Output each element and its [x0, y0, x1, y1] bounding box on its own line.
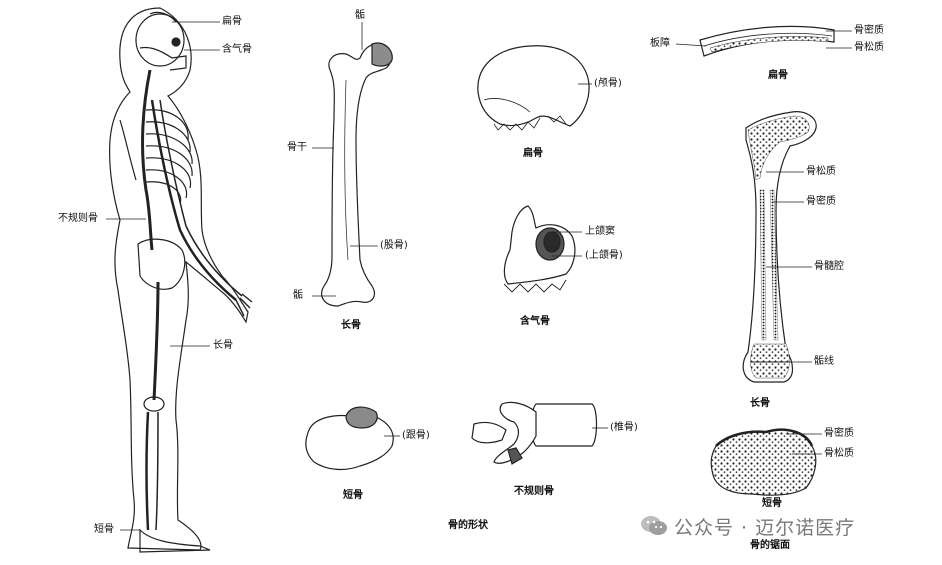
- calcaneus-drawing: [305, 406, 394, 471]
- label-short-bone: 短骨: [94, 524, 114, 535]
- label-short-spongy: 骨松质: [824, 448, 854, 459]
- caption-irregular-bone: 不规则骨: [514, 486, 554, 497]
- label-maxillary-sinus: 上颌窦: [585, 226, 615, 237]
- short-bone-section: [710, 428, 817, 496]
- label-vertebra: (椎骨): [610, 422, 638, 433]
- femur-leaders: [312, 22, 378, 297]
- caption-long-bone: 长骨: [341, 320, 361, 331]
- flat-section-leaders: [675, 30, 852, 49]
- caption-short-section: 短骨: [762, 498, 782, 509]
- label-skull: (颅骨): [594, 78, 622, 89]
- label-flat-compact: 骨密质: [854, 25, 884, 36]
- title-bone-shapes: 骨的形状: [448, 520, 488, 531]
- skeleton-leaders: [106, 21, 220, 531]
- flat-bone-section: [699, 25, 835, 57]
- label-epiphyseal-line: 骺线: [814, 356, 834, 367]
- long-section-leaders: [766, 171, 812, 363]
- label-long-compact: 骨密质: [806, 196, 836, 207]
- label-long-bone: 长骨: [213, 340, 233, 351]
- label-maxilla: (上颌骨): [585, 250, 623, 261]
- femur-drawing: [321, 42, 393, 307]
- skull-vault-drawing: [477, 45, 590, 131]
- caption-flat-section: 扁骨: [768, 70, 788, 81]
- label-short-compact: 骨密质: [824, 428, 854, 439]
- watermark: 公众号 · 迈尔诺医疗: [640, 513, 855, 539]
- maxilla-leaders: [552, 231, 582, 257]
- label-calcaneus: (跟骨): [402, 430, 430, 441]
- label-diploe: 板障: [650, 38, 670, 49]
- skeleton-figure: [109, 7, 253, 553]
- watermark-text: 公众号 · 迈尔诺医疗: [674, 516, 856, 539]
- caption-short-bone: 短骨: [343, 490, 363, 501]
- caption-flat-bone: 扁骨: [523, 148, 543, 159]
- maxilla-drawing: [503, 205, 576, 293]
- title-bone-sections: 骨的锯面: [750, 540, 790, 551]
- label-femur: (股骨): [380, 240, 408, 251]
- label-marrow-cavity: 骨髓腔: [814, 261, 844, 272]
- vertebra-drawing: [471, 401, 598, 465]
- label-long-spongy: 骨松质: [806, 166, 836, 177]
- label-irregular-bone: 不规则骨: [58, 213, 98, 224]
- label-pneumatic-bone: 含气骨: [222, 44, 252, 55]
- label-flat-spongy: 骨松质: [854, 42, 884, 53]
- caption-pneumatic-bone: 含气骨: [520, 316, 550, 327]
- short-section-leaders: [786, 433, 822, 455]
- wechat-icon: [640, 514, 668, 538]
- caption-long-section: 长骨: [750, 398, 770, 409]
- label-flat-bone: 扁骨: [222, 16, 242, 27]
- long-bone-section: [742, 111, 817, 383]
- label-epiphysis-top: 骺: [355, 10, 365, 21]
- label-diaphysis: 骨干: [287, 142, 307, 153]
- label-epiphysis-bottom: 骺: [293, 290, 303, 301]
